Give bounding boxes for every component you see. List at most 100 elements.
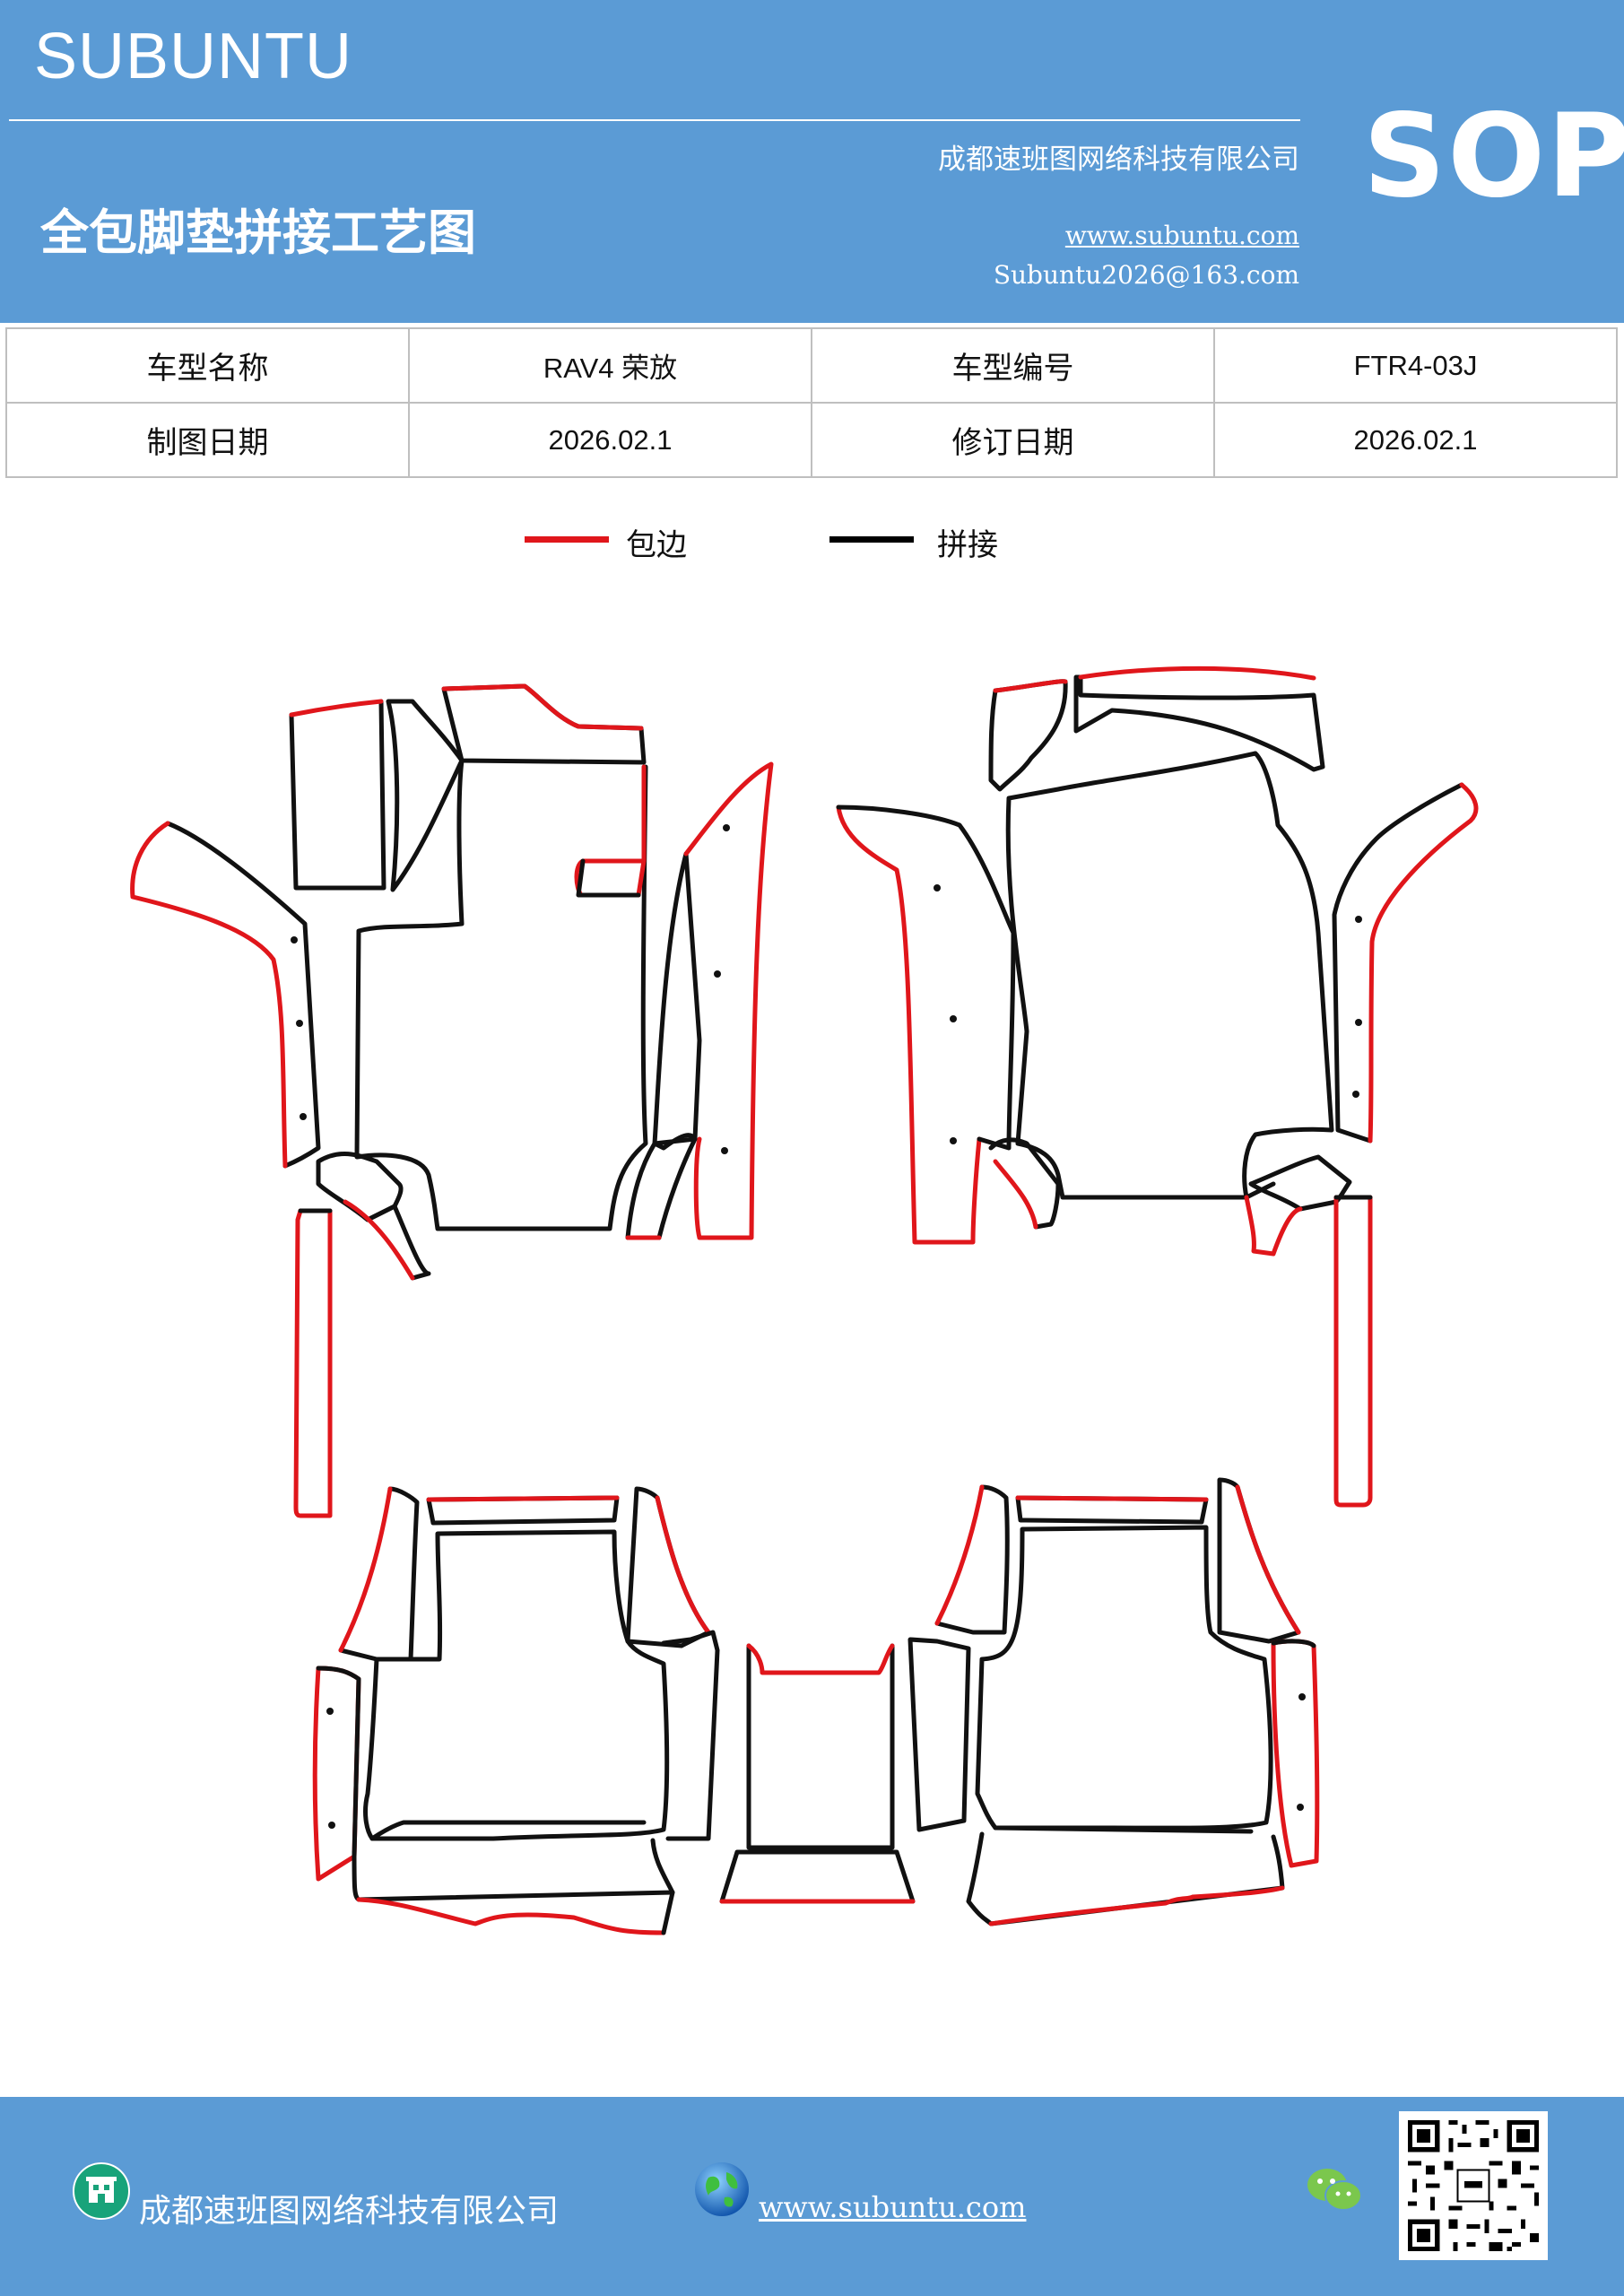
- fastener-dot: [950, 1137, 957, 1144]
- seam-line: [975, 1525, 1273, 1831]
- fastener-dot: [950, 1015, 957, 1022]
- seam-line: [1335, 2191, 1341, 2196]
- edge-binding-line: [343, 1199, 415, 1281]
- seam-line: [165, 821, 321, 1169]
- seam-line: [661, 1890, 675, 1935]
- seam-line: [1332, 782, 1464, 1144]
- edge-binding-line: [338, 1486, 393, 1653]
- table-row: 车型名称 RAV4 荣放 车型编号 FTR4-03J: [5, 327, 1618, 404]
- label-draw-date: 制图日期: [5, 402, 410, 478]
- edge-binding-line: [1015, 1495, 1209, 1502]
- edge-binding-line: [1078, 665, 1316, 681]
- seam-line: [695, 2162, 749, 2216]
- edge-binding-line: [1271, 1639, 1320, 1868]
- seam-line: [1248, 1154, 1352, 1212]
- legend-swatch-binding: [525, 536, 609, 543]
- seam-line: [441, 683, 647, 765]
- edge-binding-line: [574, 764, 647, 898]
- edge-binding-line: [426, 1495, 620, 1502]
- value-model-name: RAV4 荣放: [408, 327, 812, 404]
- wechat-icon: [1307, 2169, 1362, 2211]
- header-email: Subuntu2026@163.com: [993, 260, 1299, 290]
- rear-right-mat-group: [908, 1477, 1320, 1926]
- seam-line: [988, 679, 1068, 792]
- document-title: 全包脚垫拼接工艺图: [40, 204, 476, 261]
- legend: 包边 拼接: [0, 520, 1624, 574]
- label-model-name: 车型名称: [5, 327, 410, 404]
- fastener-dot: [1355, 1019, 1362, 1026]
- header-website-link[interactable]: www.subuntu.com: [1064, 221, 1299, 250]
- seam-line: [1317, 2179, 1323, 2184]
- footer-banner: 成都速班图网络科技有限公司 www.subuntu.com: [0, 2097, 1624, 2296]
- fastener-dot: [291, 936, 298, 944]
- edge-binding-line: [1235, 1484, 1301, 1635]
- edge-binding-line: [988, 1885, 1285, 1926]
- brand-logo-text: SUBUNTU: [34, 21, 353, 92]
- mat-pieces-svg: [130, 665, 1479, 1935]
- seam-line: [661, 1630, 720, 1841]
- seam-line: [966, 1831, 1285, 1926]
- fastener-dot: [296, 1020, 303, 1027]
- legend-label-binding: 包边: [626, 527, 687, 563]
- legend-label-seam: 拼接: [937, 527, 998, 563]
- seam-line: [316, 1665, 361, 1859]
- seam-line: [289, 699, 386, 891]
- edge-binding-line: [934, 1484, 985, 1626]
- floor-mat-diagram: [0, 646, 1624, 1964]
- seam-line: [908, 1637, 971, 1832]
- seam-line: [988, 1137, 1061, 1230]
- vehicle-info-table: 车型名称 RAV4 荣放 车型编号 FTR4-03J 制图日期 2026.02.…: [5, 327, 1618, 478]
- footer-company: 成都速班图网络科技有限公司: [139, 2193, 560, 2230]
- seam-line: [386, 699, 465, 892]
- globe-icon: [695, 2162, 749, 2216]
- seam-line: [726, 2172, 738, 2189]
- seam-line: [1346, 2191, 1351, 2196]
- seam-line: [316, 1152, 404, 1222]
- edge-binding-line: [683, 761, 774, 1240]
- sop-badge: SOP: [1363, 90, 1624, 223]
- seam-line: [993, 1825, 1254, 1834]
- edge-binding-line: [441, 683, 644, 731]
- seam-line: [1217, 1477, 1301, 1644]
- front-right-mat-group: [836, 665, 1479, 1508]
- header-company: 成都速班图网络科技有限公司: [938, 144, 1299, 176]
- edge-binding-line: [993, 1159, 1038, 1230]
- fastener-dot: [1298, 1693, 1306, 1700]
- fastener-dot: [326, 1708, 334, 1715]
- header-divider: [9, 119, 1300, 121]
- seam-line: [836, 804, 1016, 1151]
- rear-center-mat-group: [719, 1643, 916, 1904]
- fastener-dot: [934, 884, 941, 891]
- edge-binding-line: [312, 1665, 361, 1882]
- fastener-dot: [1352, 1091, 1359, 1098]
- fastener-dot: [723, 824, 730, 831]
- edge-binding-line: [293, 1208, 333, 1518]
- edge-binding-line: [1333, 1195, 1373, 1508]
- edge-binding-line: [289, 699, 384, 718]
- value-model-code: FTR4-03J: [1213, 327, 1618, 404]
- seam-line: [354, 758, 648, 1231]
- seam-line: [1330, 2179, 1335, 2184]
- label-model-code: 车型编号: [811, 327, 1215, 404]
- seam-line: [576, 858, 641, 898]
- seam-line: [746, 1643, 895, 1850]
- seam-line: [365, 1204, 431, 1281]
- rear-left-mat-group: [312, 1486, 720, 1935]
- seam-line: [338, 1486, 420, 1662]
- seam-line: [352, 1838, 675, 1902]
- fastener-dot: [300, 1113, 307, 1120]
- seam-line: [625, 1486, 711, 1648]
- seam-line: [719, 1849, 916, 1904]
- building-icon: [73, 2162, 130, 2220]
- edge-binding-line: [993, 679, 1068, 693]
- footer-website-link[interactable]: www.subuntu.com: [759, 2190, 1027, 2224]
- edge-binding-line: [655, 1495, 711, 1635]
- edge-binding-line: [746, 1643, 895, 1675]
- seam-line: [724, 2196, 734, 2207]
- edge-binding-line: [356, 1897, 666, 1935]
- seam-line: [706, 2176, 720, 2196]
- seam-line: [1005, 751, 1334, 1200]
- seam-line: [934, 1484, 1010, 1635]
- value-revision-date: 2026.02.1: [1213, 402, 1618, 478]
- fastener-dot: [714, 970, 721, 978]
